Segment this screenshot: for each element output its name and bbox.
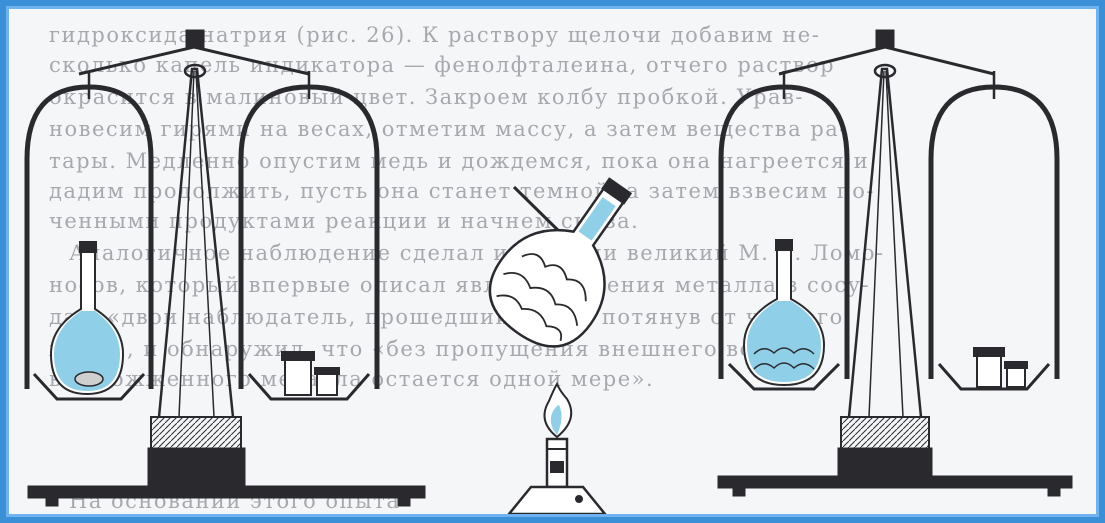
left-balance-scale bbox=[27, 31, 424, 505]
experiment-drawing bbox=[9, 9, 1099, 517]
balance-pillar-collar bbox=[841, 417, 929, 451]
balance-pillar-foot bbox=[839, 449, 931, 479]
heated-flask-setup bbox=[472, 154, 665, 514]
balance-weights bbox=[973, 347, 1028, 387]
balance-pillar bbox=[159, 69, 233, 417]
balance-pillar bbox=[849, 69, 921, 417]
right-balance-scale bbox=[719, 31, 1071, 495]
balance-pillar-foot bbox=[149, 449, 244, 489]
balance-weights bbox=[281, 351, 340, 395]
right-pan-hanger bbox=[241, 87, 377, 389]
balance-knob bbox=[187, 31, 203, 47]
tilted-flask bbox=[472, 154, 665, 365]
right-pan-hanger bbox=[931, 87, 1057, 379]
textbook-page-illustration: гидроксида натрия (рис. 26). К раствору … bbox=[6, 6, 1099, 517]
burner-base bbox=[509, 487, 605, 514]
balance-knob bbox=[877, 31, 893, 47]
balance-pillar-collar bbox=[151, 417, 241, 451]
flask-after-reaction bbox=[744, 239, 824, 385]
flask-with-liquid bbox=[51, 241, 123, 394]
